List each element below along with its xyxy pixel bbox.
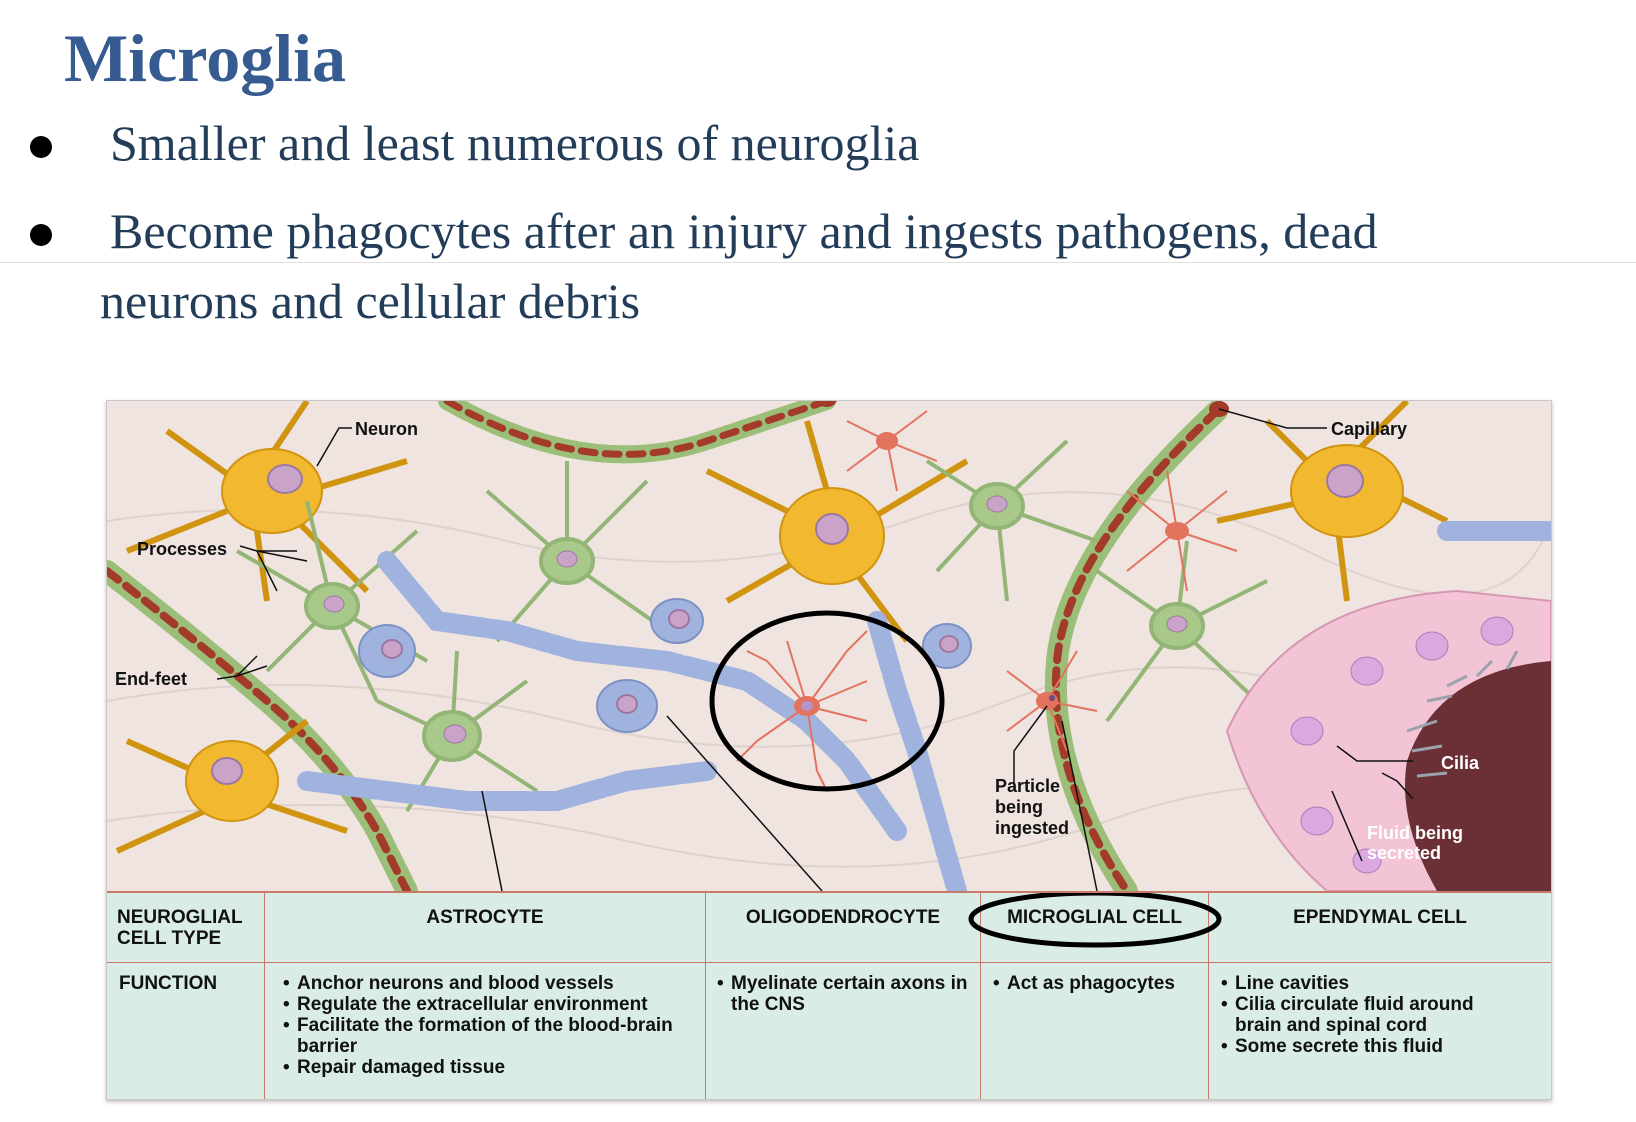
bullet-dot-icon bbox=[30, 136, 52, 158]
astrocyte-cell bbox=[1095, 540, 1268, 723]
microglial-cell bbox=[1006, 650, 1098, 752]
label-cilia: Cilia bbox=[1441, 753, 1480, 773]
bullet-text: Smaller and least numerous of neuroglia bbox=[110, 115, 920, 171]
table-divider bbox=[107, 962, 1551, 963]
capillary bbox=[107, 560, 418, 891]
function-list-microglial-cell: Act as phagocytes bbox=[993, 973, 1205, 994]
astrocyte-cell bbox=[925, 439, 1098, 602]
highlight-oval-overlay bbox=[968, 893, 1222, 948]
label-particle-3: ingested bbox=[995, 818, 1070, 838]
ependymal-cells bbox=[1225, 589, 1551, 891]
slide-title: Microglia bbox=[64, 20, 346, 96]
neurons bbox=[115, 401, 1449, 854]
bullet-text: Become phagocytes after an injury and in… bbox=[100, 196, 1570, 336]
function-item: Facilitate the formation of the blood-br… bbox=[283, 1015, 698, 1057]
column-header-astrocyte: ASTROCYTE bbox=[426, 907, 544, 928]
row-header-line-1: NEUROGLIAL bbox=[117, 907, 243, 928]
function-item: Cilia circulate fluid around brain and s… bbox=[1221, 994, 1491, 1036]
highlight-circle bbox=[709, 610, 945, 792]
neuron-cell bbox=[1216, 401, 1449, 602]
table-divider bbox=[705, 893, 706, 1099]
row-header-cell-type: NEUROGLIAL CELL TYPE bbox=[117, 907, 262, 949]
neuron-cell bbox=[705, 420, 969, 643]
bullet-dot-icon bbox=[30, 224, 52, 246]
column-header-ependymal-cell: EPENDYMAL CELL bbox=[1293, 907, 1467, 928]
label-processes: Processes bbox=[137, 539, 228, 559]
bullet-text-line-2: neurons and cellular debris bbox=[100, 273, 641, 329]
label-end-feet: End-feet bbox=[115, 669, 187, 689]
highlight-oval bbox=[968, 893, 1222, 948]
astrocyte-cell bbox=[485, 461, 669, 643]
function-item: Some secrete this fluid bbox=[1221, 1036, 1491, 1057]
microglia bbox=[736, 410, 1238, 792]
label-particle-1: Particle bbox=[995, 776, 1061, 796]
myelin-sheath bbox=[377, 551, 907, 841]
microglial-cell bbox=[846, 410, 938, 492]
neuroglia-table: NEUROGLIAL CELL TYPE FUNCTION ASTROCYTE … bbox=[107, 891, 1551, 1099]
microglial-cell bbox=[1126, 470, 1238, 592]
function-list-oligodendrocyte: Myelinate certain axons in the CNS bbox=[717, 973, 975, 1015]
row-header-function: FUNCTION bbox=[119, 973, 218, 994]
table-divider bbox=[1208, 893, 1209, 1099]
microglial-cell bbox=[736, 630, 868, 792]
function-list-astrocyte: Anchor neurons and blood vessels Regulat… bbox=[283, 973, 698, 1078]
neuroglia-illustration bbox=[107, 401, 1551, 891]
neuroglia-figure: Neuron Capillary Processes End-feet Part… bbox=[106, 400, 1552, 1100]
function-item: Anchor neurons and blood vessels bbox=[283, 973, 698, 994]
bullet-text-line-1: Become phagocytes after an injury and in… bbox=[110, 203, 1378, 259]
function-item: Regulate the extracellular environment bbox=[283, 994, 698, 1015]
astrocytes bbox=[235, 439, 1268, 813]
label-particle-2: being bbox=[995, 797, 1043, 817]
label-fluid-1: Fluid being bbox=[1367, 823, 1463, 843]
function-list-ependymal-cell: Line cavities Cilia circulate fluid arou… bbox=[1221, 973, 1491, 1057]
myelin-sheath bbox=[297, 761, 717, 811]
oligodendrocytes bbox=[297, 521, 1551, 891]
table-divider bbox=[264, 893, 265, 1099]
function-item: Myelinate certain axons in the CNS bbox=[717, 973, 975, 1015]
column-header-microglial-cell: MICROGLIAL CELL bbox=[1007, 907, 1182, 928]
divider bbox=[0, 262, 1636, 263]
leader-lines bbox=[216, 408, 1414, 891]
table-divider bbox=[980, 893, 981, 1099]
column-header-oligodendrocyte: OLIGODENDROCYTE bbox=[745, 907, 941, 928]
function-item: Line cavities bbox=[1221, 973, 1491, 994]
astrocyte-cell bbox=[376, 650, 539, 813]
label-capillary: Capillary bbox=[1331, 419, 1408, 439]
label-neuron: Neuron bbox=[355, 419, 418, 439]
capillary bbox=[1044, 401, 1228, 891]
myelin-sheath bbox=[867, 611, 967, 891]
cilia bbox=[1406, 650, 1519, 778]
label-fluid-2: secreted bbox=[1367, 843, 1442, 863]
function-item: Repair damaged tissue bbox=[283, 1057, 698, 1078]
neuron-cell bbox=[115, 718, 348, 854]
neuron-cell bbox=[125, 401, 408, 602]
row-header-line-2: CELL TYPE bbox=[117, 928, 222, 949]
function-item: Act as phagocytes bbox=[993, 973, 1205, 994]
